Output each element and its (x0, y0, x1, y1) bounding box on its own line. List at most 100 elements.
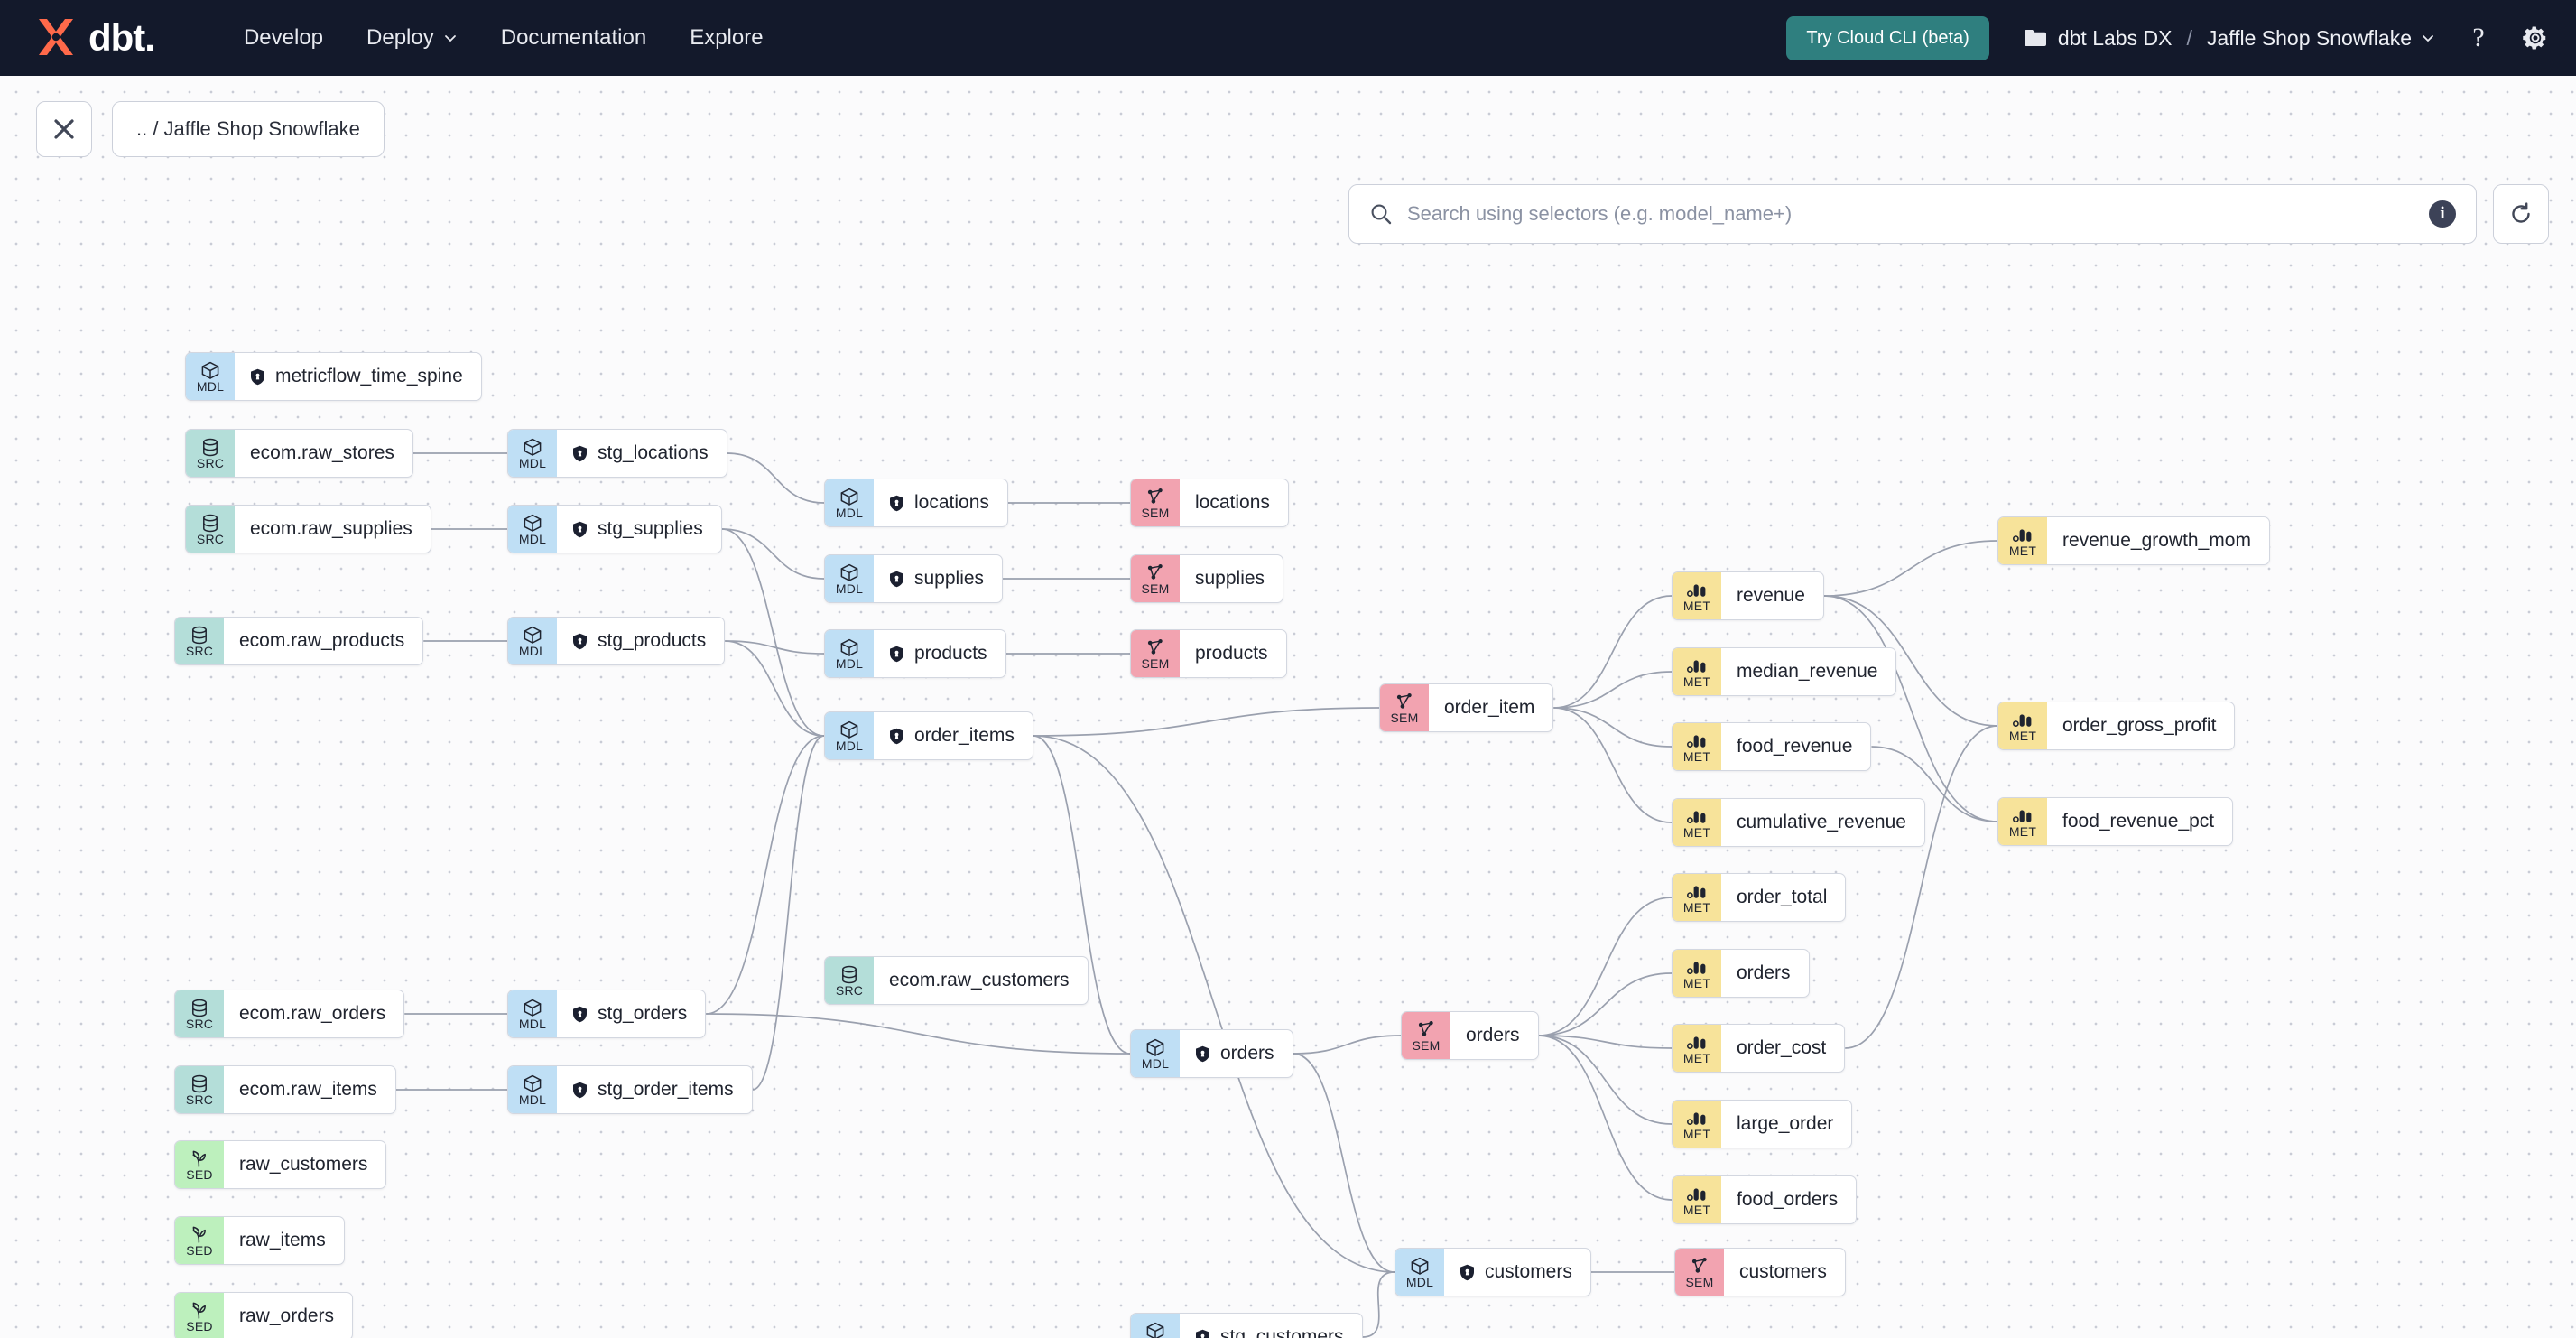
shield-check-icon (573, 1006, 587, 1022)
node-type-label: SEM (1685, 1274, 1714, 1289)
close-button[interactable] (36, 101, 92, 157)
node-type-label: MET (1682, 824, 1711, 840)
graph-node-met_order_gross_profit[interactable]: MET order_gross_profit (1997, 702, 2236, 750)
info-icon[interactable]: i (2429, 200, 2456, 228)
node-label: order_gross_profit (2062, 715, 2217, 736)
node-type-label: SEM (1390, 710, 1419, 725)
node-body: supplies (1180, 555, 1283, 602)
nav-item-deploy[interactable]: Deploy (345, 16, 479, 60)
nav-item-explore[interactable]: Explore (668, 16, 784, 60)
lineage-edge (1538, 972, 1673, 1036)
breadcrumb-label: .. / Jaffle Shop Snowflake (136, 117, 360, 140)
dbt-wordmark: dbt (88, 16, 145, 59)
node-body: customers (1444, 1249, 1590, 1296)
nav-item-explore-label: Explore (690, 25, 764, 50)
node-type-badge-met: MET (1673, 648, 1721, 695)
question-mark-icon[interactable]: ? (2466, 24, 2491, 51)
node-body: ecom.raw_orders (224, 990, 403, 1037)
project-name: Jaffle Shop Snowflake (2206, 25, 2412, 50)
node-type-badge-met: MET (1673, 1025, 1721, 1072)
folder-icon (2024, 30, 2046, 46)
node-label: stg_products (598, 630, 707, 651)
dbt-logo[interactable]: dbt . (32, 15, 155, 60)
node-type-badge-mdl: MDL (508, 430, 557, 477)
account-name[interactable]: dbt Labs DX (2057, 25, 2173, 50)
search-input[interactable] (1405, 201, 2429, 227)
lineage-edge (1293, 1035, 1402, 1055)
bar-chart-icon (1686, 1036, 1705, 1049)
nav-item-documentation[interactable]: Documentation (479, 16, 668, 60)
node-body: food_revenue (1721, 723, 1870, 770)
bar-chart-icon (1686, 810, 1705, 823)
gear-icon[interactable] (2522, 24, 2549, 51)
refresh-icon (2512, 202, 2530, 223)
cube-icon (524, 438, 542, 456)
try-cloud-cli-button[interactable]: Try Cloud CLI (beta) (1786, 15, 1989, 60)
node-type-badge-sem: SEM (1402, 1012, 1450, 1059)
shield-check-icon (1196, 1329, 1209, 1338)
semantic-network-icon (1147, 488, 1163, 504)
semantic-network-icon (1691, 1257, 1707, 1273)
shield-check-icon (890, 495, 903, 511)
node-label: orders (1737, 962, 1791, 983)
node-body: median_revenue (1721, 648, 1895, 695)
node-label: stg_orders (598, 1003, 688, 1024)
refresh-button[interactable] (2493, 184, 2549, 244)
search-bar[interactable]: i (1348, 184, 2477, 244)
project-selector[interactable]: Jaffle Shop Snowflake (2207, 26, 2435, 51)
top-nav-right-group: Try Cloud CLI (beta) dbt Labs DX / Jaffl… (1786, 15, 2549, 60)
node-type-badge-mdl: MDL (508, 1066, 557, 1113)
node-type-label: MDL (835, 581, 864, 596)
node-type-badge-met: MET (1998, 702, 2047, 749)
nav-item-develop[interactable]: Develop (222, 16, 345, 60)
node-body: food_orders (1721, 1176, 1856, 1223)
node-type-label: MDL (835, 505, 864, 520)
sprout-icon (192, 1150, 206, 1167)
database-icon (203, 514, 218, 532)
breadcrumb[interactable]: .. / Jaffle Shop Snowflake (112, 101, 385, 157)
shield-check-icon (573, 521, 587, 537)
nav-item-deploy-label: Deploy (366, 25, 434, 50)
lineage-edge (721, 528, 825, 580)
